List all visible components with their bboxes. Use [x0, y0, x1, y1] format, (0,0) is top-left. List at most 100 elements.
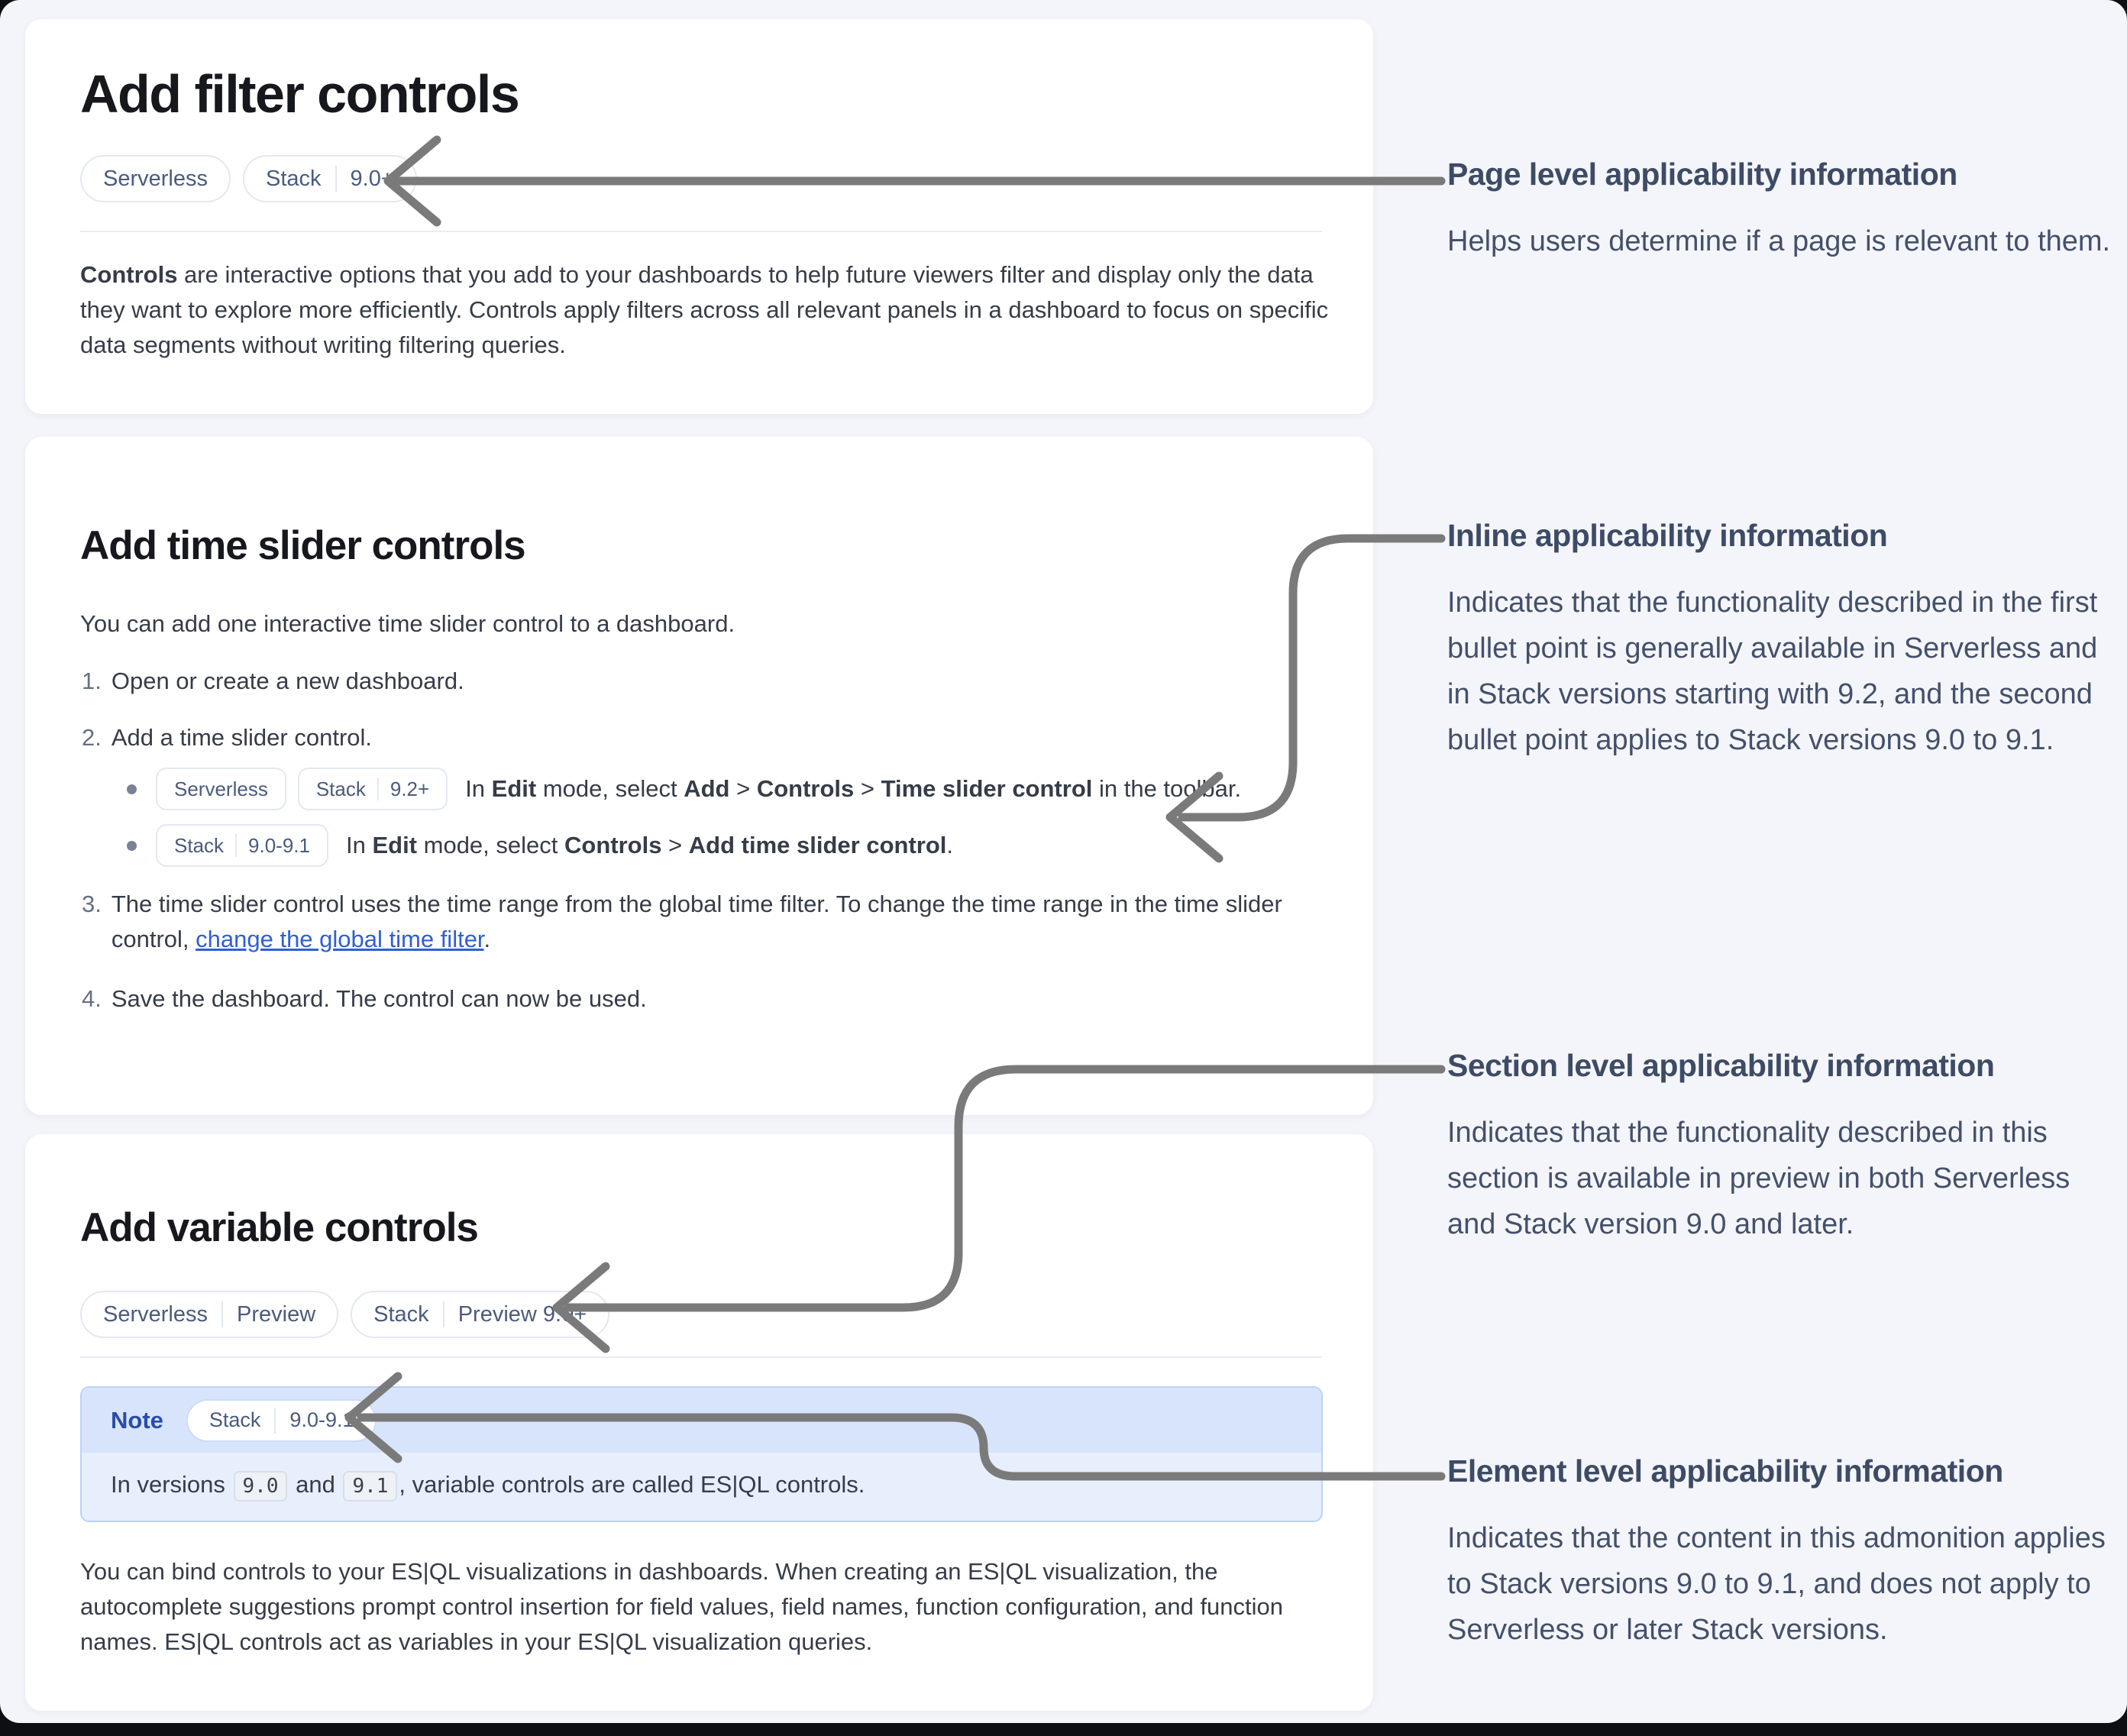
- badge-divider: [235, 834, 238, 857]
- list-step-3: 3. The time slider control uses the time…: [82, 887, 1327, 957]
- page-title: Add filter controls: [80, 64, 520, 124]
- bullet-dot: [127, 784, 137, 794]
- bullet-text: In Edit mode, select Add > Controls > Ti…: [459, 771, 1241, 807]
- badge-segment: Stack: [174, 833, 225, 857]
- section-title: Add time slider controls: [80, 523, 526, 568]
- step-number: 1.: [82, 668, 102, 694]
- step-text: Add a time slider control.: [111, 724, 373, 751]
- annotation-body: Indicates that the content in this admon…: [1447, 1522, 2106, 1646]
- section-title: Add variable controls: [80, 1205, 479, 1250]
- inline-code: 9.1: [343, 1471, 398, 1502]
- annotation-section-level: Section level applicability information: [1447, 1048, 2112, 1084]
- applicability-badge-serverless: Serverless: [80, 155, 231, 202]
- annotation-body: Indicates that the functionality describ…: [1447, 587, 2098, 756]
- note-admonition: Note Stack 9.0-9.1 In versions 9.0 and 9…: [80, 1386, 1323, 1522]
- text-run: .: [946, 832, 954, 858]
- inline-link[interactable]: change the global time filter: [196, 926, 484, 952]
- section-intro: You can add one interactive time slider …: [80, 610, 735, 637]
- badge-divider: [274, 1407, 276, 1434]
- text-run: >: [729, 775, 757, 802]
- applicability-badge-stack: Stack 9.2+: [297, 768, 448, 810]
- badge-segment: Stack: [266, 166, 322, 191]
- badge-segment: Serverless: [103, 1301, 208, 1327]
- text-run: are interactive options that you add to …: [80, 261, 1329, 358]
- annotation-title: Section level applicability information: [1447, 1048, 1995, 1083]
- text-run: Controls: [80, 261, 178, 288]
- step-number: 3.: [82, 891, 102, 917]
- applicability-badge-serverless: Serverless: [156, 768, 286, 810]
- applicability-badge-stack: Stack Preview 9.0+: [351, 1291, 610, 1338]
- applicability-badge-stack: Stack 9.0-9.1: [186, 1398, 377, 1442]
- badge-segment: Stack: [208, 1408, 261, 1431]
- text-run: Add time slider control: [688, 832, 947, 858]
- text-run: , variable controls are called ES|QL con…: [399, 1471, 865, 1498]
- text-run: >: [854, 775, 881, 802]
- badge-segment: 9.0-9.1: [248, 833, 310, 857]
- text-run: In versions: [111, 1471, 232, 1498]
- bullet-dot: [127, 840, 137, 851]
- bullet-text: In Edit mode, select Controls > Add time…: [340, 828, 953, 863]
- annotation-element-level: Element level applicability information: [1447, 1453, 2112, 1489]
- badge-divider: [377, 777, 379, 800]
- text-run: Edit: [491, 775, 537, 802]
- annotation-page-level: Page level applicability information: [1447, 157, 2112, 192]
- text-run: The time slider control uses the time ra…: [111, 891, 1282, 952]
- text-run: Controls: [564, 832, 662, 858]
- step-number: 4.: [82, 985, 102, 1012]
- applicability-badge-stack: Stack 9.0+: [243, 155, 417, 202]
- annotation-body: Indicates that the functionality describ…: [1447, 1117, 2070, 1240]
- step-text: Save the dashboard. The control can now …: [111, 985, 647, 1012]
- text-run: .: [483, 926, 491, 952]
- text-run: Controls: [756, 775, 855, 802]
- sub-bullet-1: Serverless Stack 9.2+ In Edit mode, sele…: [127, 768, 1241, 810]
- text-run: in the toolbar.: [1092, 775, 1242, 802]
- text-run: In: [345, 832, 373, 858]
- badge-segment: 9.2+: [390, 777, 430, 800]
- note-title: Note: [111, 1406, 163, 1434]
- badge-divider: [221, 1301, 223, 1327]
- list-step-2: 2. Add a time slider control.: [82, 720, 1327, 755]
- text-run: >: [661, 832, 689, 858]
- card-add-time-slider-controls: Add time slider controls You can add one…: [25, 437, 1373, 1115]
- step-number: 2.: [82, 724, 102, 751]
- sub-bullet-2: Stack 9.0-9.1 In Edit mode, select Contr…: [127, 824, 953, 867]
- applicability-badge-serverless: Serverless Preview: [80, 1291, 339, 1338]
- section-applicability-badges: Serverless Preview Stack Preview 9.0+: [80, 1291, 610, 1338]
- applicability-badge-stack: Stack 9.0-9.1: [156, 824, 328, 867]
- annotation-title: Inline applicability information: [1447, 518, 1888, 553]
- body-paragraph: You can bind controls to your ES|QL visu…: [80, 1558, 1284, 1655]
- badge-segment: Preview 9.0+: [457, 1301, 587, 1327]
- section-divider: [80, 231, 1322, 232]
- text-run: and: [289, 1471, 342, 1498]
- text-run: Time slider control: [881, 775, 1093, 802]
- text-run: In: [465, 775, 492, 802]
- card-add-filter-controls: Add filter controls Serverless Stack 9.0…: [25, 19, 1373, 414]
- annotation-body: Helps users determine if a page is relev…: [1447, 225, 2111, 257]
- badge-segment: 9.0-9.1: [289, 1408, 354, 1431]
- text-run: mode, select: [417, 832, 564, 858]
- text-run: mode, select: [536, 775, 684, 802]
- badge-divider: [442, 1301, 444, 1327]
- badge-segment: Stack: [373, 1301, 429, 1327]
- text-run: Edit: [372, 832, 418, 858]
- badge-segment: Stack: [315, 777, 366, 800]
- list-step-1: 1. Open or create a new dashboard.: [82, 664, 1327, 699]
- card-add-variable-controls: Add variable controls Serverless Preview…: [25, 1134, 1373, 1711]
- page-applicability-badges: Serverless Stack 9.0+: [80, 155, 417, 202]
- note-body: In versions 9.0 and 9.1, variable contro…: [82, 1453, 1321, 1517]
- annotation-title: Page level applicability information: [1447, 157, 1957, 192]
- badge-segment: 9.0+: [350, 166, 394, 191]
- badge-segment: Serverless: [103, 166, 208, 191]
- step-text: The time slider control uses the time ra…: [112, 887, 1327, 957]
- step-text: Open or create a new dashboard.: [111, 668, 464, 694]
- annotation-inline-level: Inline applicability information: [1447, 518, 2112, 554]
- badge-divider: [335, 166, 337, 192]
- intro-paragraph: Controls are interactive options that yo…: [80, 257, 1330, 363]
- section-divider: [80, 1356, 1322, 1358]
- annotation-title: Element level applicability information: [1447, 1453, 2003, 1489]
- list-step-4: 4. Save the dashboard. The control can n…: [82, 981, 1327, 1017]
- text-run: Add: [684, 775, 730, 802]
- inline-code: 9.0: [233, 1471, 288, 1502]
- badge-segment: Serverless: [174, 777, 268, 800]
